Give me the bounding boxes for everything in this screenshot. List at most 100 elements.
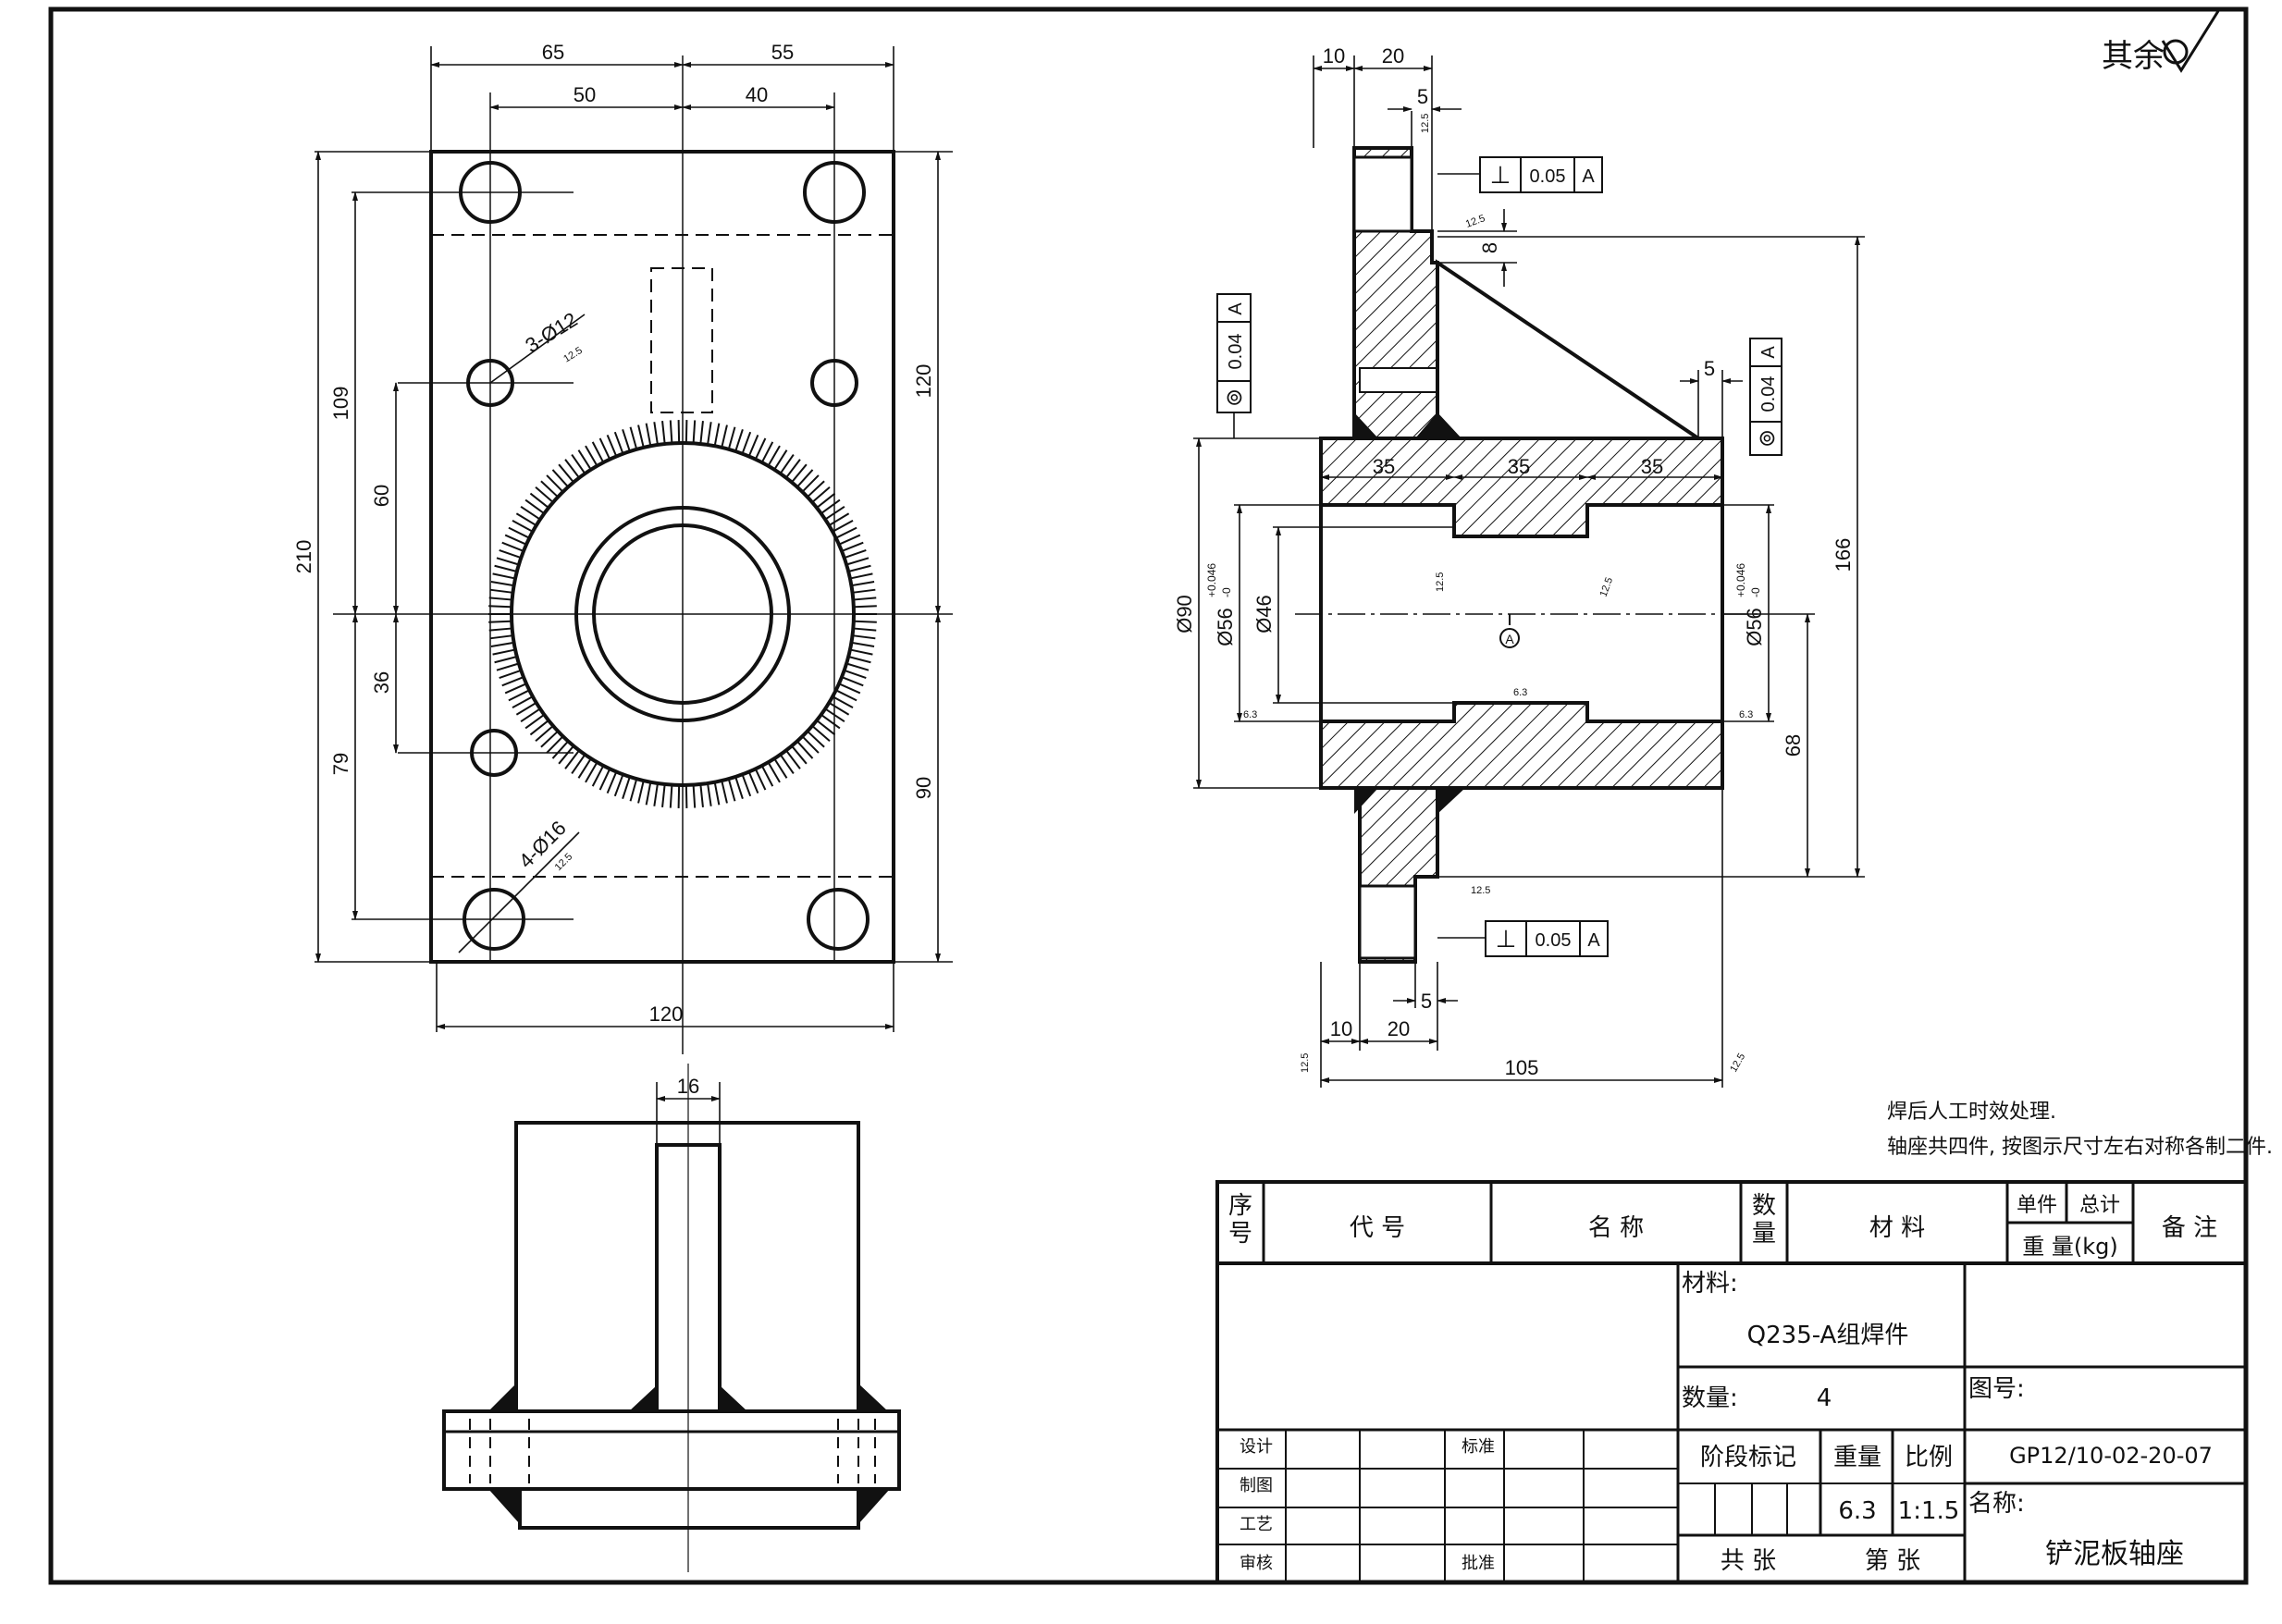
weld-tick xyxy=(761,441,774,462)
weld-tick xyxy=(791,463,808,483)
weld-tick xyxy=(802,474,820,492)
weld-tick xyxy=(721,781,728,804)
dim-label: 120 xyxy=(912,364,935,399)
weld-tick xyxy=(817,720,836,736)
weld-tick xyxy=(836,689,857,702)
sig-review: 审核 xyxy=(1240,1554,1273,1573)
weld-tick xyxy=(748,435,759,456)
dim-label: 40 xyxy=(746,83,768,106)
weld-tick xyxy=(488,605,512,609)
svg-text:0.04: 0.04 xyxy=(1758,376,1779,412)
weld-tick xyxy=(728,779,736,802)
weld-tick xyxy=(501,541,524,552)
weld-tick xyxy=(490,580,513,586)
roughness-label: 12.5 xyxy=(561,345,585,365)
weld-tick xyxy=(677,420,681,443)
roughness-label: 12.5 xyxy=(1300,1053,1311,1073)
weld-tick xyxy=(839,683,861,695)
weld-tick xyxy=(829,512,850,526)
weld-tick xyxy=(637,424,645,448)
weld-tick xyxy=(846,557,870,566)
tolerance-upper: +0.046 xyxy=(1205,563,1218,597)
weld-tick xyxy=(854,597,877,601)
weld-tick xyxy=(489,588,512,594)
section-view: 10 20 5 ⊥ 0.05 A 8 35 35 35 xyxy=(1173,44,1865,1088)
weld-tick xyxy=(571,453,586,474)
weld-tick xyxy=(802,736,820,754)
weld xyxy=(1354,412,1378,438)
weld-tick xyxy=(613,431,624,454)
title-block-text: 序号 代 号 名 称 数量 材 料 单件 总计 重 量(kg) 备 注 材料: … xyxy=(1228,1192,2217,1575)
sheets-total: 共 张 xyxy=(1721,1547,1776,1575)
weld-tick xyxy=(496,557,519,566)
svg-text:0.05: 0.05 xyxy=(1536,930,1572,951)
weld-tick xyxy=(508,689,529,702)
weld-tick xyxy=(852,642,875,648)
weld-tick xyxy=(606,772,617,794)
weld-tick xyxy=(535,725,553,742)
weld-tick xyxy=(713,423,721,446)
tolerance-frame: ⊚ 0.04 A xyxy=(1216,293,1252,438)
quantity-label: 数量: xyxy=(1682,1384,1738,1412)
weld-tick xyxy=(685,785,688,808)
header-remarks: 备 注 xyxy=(2162,1214,2217,1242)
dim-label: 50 xyxy=(574,83,596,106)
weld-tick xyxy=(585,762,598,783)
weld-tick xyxy=(558,463,574,483)
weld-tick xyxy=(669,785,673,808)
weld-tick xyxy=(564,750,580,769)
weld-tick xyxy=(524,714,545,730)
weld-tick xyxy=(846,662,870,671)
weld-tick xyxy=(585,445,598,466)
weld-tick xyxy=(661,421,666,444)
weld-tick xyxy=(591,766,604,787)
weld-tick xyxy=(622,428,631,451)
dim-label: 60 xyxy=(370,485,393,507)
weld-tick xyxy=(833,519,854,533)
scale-value: 1:1.5 xyxy=(1898,1497,1960,1525)
weld-tick xyxy=(707,422,712,445)
tolerance-frame: ⊥ 0.05 A xyxy=(1437,920,1609,957)
roughness-label: 12.5 xyxy=(1728,1052,1747,1075)
header-code: 代 号 xyxy=(1350,1214,1405,1242)
title-block xyxy=(1215,1180,2248,1584)
weld-tick xyxy=(780,453,795,474)
dim-label: 16 xyxy=(677,1075,699,1098)
weld-tick xyxy=(707,783,712,806)
weld-tick xyxy=(613,774,624,797)
weld-tick xyxy=(508,526,529,539)
sig-standard: 标准 xyxy=(1462,1437,1495,1457)
base-plate-outline xyxy=(429,150,895,964)
weld-tick xyxy=(755,769,767,791)
weld-tick xyxy=(677,785,681,808)
weld-tick xyxy=(669,420,673,443)
dim-label: 65 xyxy=(542,41,564,64)
weld-tick xyxy=(741,431,752,454)
drawing-no-value: GP12/10-02-20-07 xyxy=(2009,1443,2213,1469)
dim-label: 5 xyxy=(1421,990,1432,1013)
weld-tick xyxy=(598,769,611,791)
weld-tick xyxy=(848,656,871,664)
header-total-weight: 总计 xyxy=(2079,1194,2120,1217)
weld xyxy=(1354,788,1378,814)
weight-label: 重量 xyxy=(1833,1444,1881,1471)
drawing-no-label: 图号: xyxy=(1968,1375,2025,1403)
weld-tick xyxy=(520,708,540,723)
tolerance-lower: -0 xyxy=(1749,587,1762,597)
weld-tick xyxy=(622,777,631,800)
roughness-label: 6.3 xyxy=(1513,687,1527,698)
weld-tick xyxy=(499,548,521,559)
weld xyxy=(1437,788,1465,814)
svg-text:数量: 数量 xyxy=(1752,1192,1776,1248)
plan-view: 65 55 50 40 210 109 60 36 79 120 90 xyxy=(292,41,953,1054)
weld-tick xyxy=(768,445,781,466)
weld-tick xyxy=(850,572,873,580)
weld-tick xyxy=(768,762,781,783)
weld-tick xyxy=(504,683,526,695)
weld-tick xyxy=(692,420,697,443)
dim-label: 35 xyxy=(1508,455,1530,478)
svg-text:⊥: ⊥ xyxy=(1490,161,1511,189)
weld-tick xyxy=(820,498,841,514)
weld-tick xyxy=(761,766,774,787)
svg-text:⊚: ⊚ xyxy=(1755,429,1780,448)
